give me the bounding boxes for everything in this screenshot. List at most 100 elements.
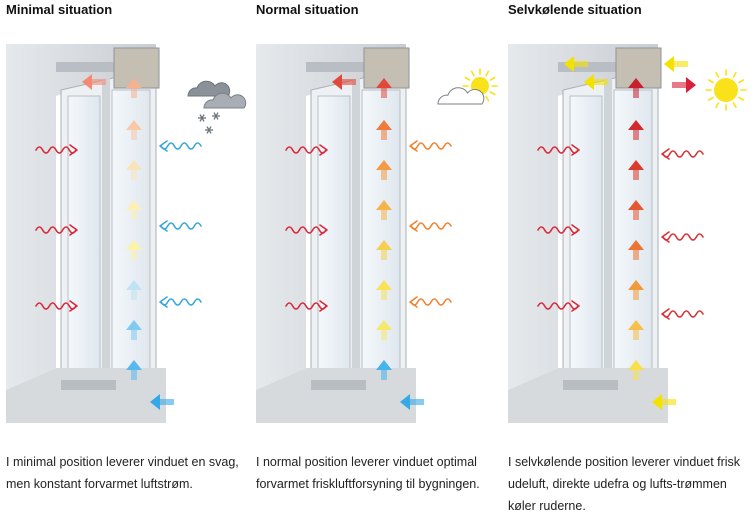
cloud-shape (187, 80, 231, 97)
wave-arrowhead (661, 308, 670, 320)
bottom-inlet-arrow (400, 394, 424, 410)
bottom-inlet-arrow (652, 394, 676, 410)
snowflake-stroke (199, 114, 205, 122)
airflow-arrow-tail (131, 208, 137, 220)
wave-line (410, 222, 452, 230)
airflow-arrow (628, 320, 644, 340)
panel-normal: Normal situation I normal position lever… (256, 0, 501, 516)
outdoor-air-wave (159, 140, 202, 152)
wave-line (662, 150, 704, 158)
airflow-arrow-tail (633, 128, 639, 140)
indoor-heat-waves (285, 144, 328, 312)
wave-line (537, 302, 579, 310)
sun-ray (715, 71, 720, 78)
cloud-snow-icon (187, 80, 247, 134)
airflow-arrow-head (628, 240, 644, 250)
wave-arrowhead (319, 224, 328, 236)
top-outlet-arrow (332, 74, 356, 90)
airflow-arrow-tail (633, 86, 639, 98)
wave-line (160, 222, 202, 230)
side-arrow-tail (410, 399, 424, 405)
airflow-arrow-head (628, 320, 644, 330)
sun-icon (705, 69, 747, 111)
window-illustration (508, 44, 747, 423)
side-arrow-tail (342, 79, 356, 85)
outdoor-air-wave (661, 231, 704, 243)
airflow-arrow (628, 240, 644, 260)
window-illustration (256, 44, 498, 423)
airflow-arrow (126, 160, 142, 180)
wave-arrowhead (409, 140, 418, 152)
wave-line (160, 142, 202, 150)
cloud-shape (437, 87, 485, 105)
airflow-arrow-head (126, 200, 142, 210)
indoor-heat-wave (285, 224, 328, 236)
airflow-arrow (376, 360, 392, 380)
outdoor-air-wave (159, 296, 202, 308)
side-arrow-head (564, 56, 574, 72)
sun-ray (485, 95, 490, 102)
wave-arrowhead (571, 224, 580, 236)
side-arrow-head (584, 74, 594, 90)
side-arrow-tail (574, 61, 588, 67)
wave-arrowhead (661, 148, 670, 160)
side-arrow-head (652, 394, 662, 410)
airflow-arrow-tail (633, 168, 639, 180)
wave-line (410, 298, 452, 306)
wave-line (35, 146, 77, 154)
airflow-arrow-tail (633, 208, 639, 220)
outdoor-inlet-arrow (664, 56, 688, 72)
wave-line (662, 233, 704, 241)
airflow-arrow (376, 120, 392, 140)
sun-ray (738, 96, 745, 101)
indoor-heat-wave (35, 300, 78, 312)
bottom-inlet-arrow (150, 394, 174, 410)
airflow-arrow-tail (131, 328, 137, 340)
side-arrow-head (400, 394, 410, 410)
airflow-arrow-head (376, 120, 392, 130)
side-arrow-tail (662, 399, 676, 405)
outdoor-air-waves (409, 140, 452, 308)
wave-line (410, 142, 452, 150)
wave-arrowhead (159, 220, 168, 232)
vent-arrows (564, 56, 696, 410)
airflow-arrow (628, 120, 644, 140)
window-section (6, 44, 166, 423)
outdoor-exhaust-arrow (672, 77, 696, 93)
sun-ray (732, 71, 737, 78)
wave-line (285, 146, 327, 154)
side-arrow-tail (92, 79, 106, 85)
airflow-arrow-head (376, 78, 392, 88)
wave-arrowhead (571, 144, 580, 156)
airflow-arrow-tail (381, 168, 387, 180)
cloud-icon (437, 87, 485, 105)
window-illustration (6, 44, 247, 423)
vent-arrows (82, 74, 174, 410)
airflow-arrow-tail (633, 328, 639, 340)
airflow-arrow-tail (381, 86, 387, 98)
indoor-heat-wave (35, 224, 78, 236)
panel-title: Minimal situation (6, 2, 113, 17)
airflow-arrow (126, 280, 142, 300)
sash-profile (352, 78, 360, 378)
airflow-arrow (376, 320, 392, 340)
wave-line (285, 302, 327, 310)
wave-line (285, 226, 327, 234)
airflow-arrow-tail (633, 248, 639, 260)
airflow-arrow (126, 240, 142, 260)
indoor-heat-wave (537, 300, 580, 312)
top-outlet-arrow (82, 74, 106, 90)
outdoor-air-wave (409, 220, 452, 232)
outdoor-air-wave (409, 140, 452, 152)
indoor-heat-wave (285, 300, 328, 312)
airflow-arrow (376, 200, 392, 220)
wave-arrowhead (319, 144, 328, 156)
airflow-arrow-head (376, 160, 392, 170)
airflow-arrow-head (126, 160, 142, 170)
window-section (256, 44, 416, 423)
wave-arrowhead (409, 220, 418, 232)
airflow-arrow-head (126, 360, 142, 370)
lintel (306, 62, 406, 72)
airflow-arrow (126, 320, 142, 340)
airflow-arrow-head (376, 240, 392, 250)
